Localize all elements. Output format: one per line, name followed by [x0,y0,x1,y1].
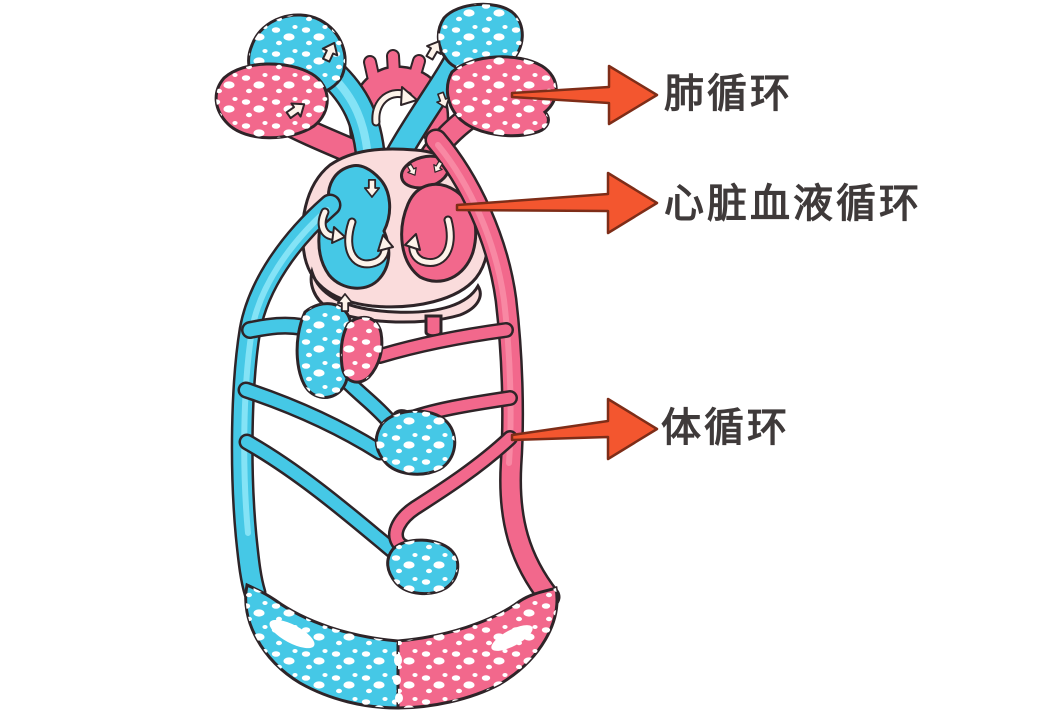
lung-capillaries-left [214,13,347,140]
organ-capillaries-2 [374,409,457,476]
callout-arrow-heart [455,171,659,235]
lower-body-capillaries [244,582,559,710]
label-heart-blood-circulation: 心脏血液循环 [664,182,922,226]
callout-arrow-systemic [510,397,659,461]
flow-arrows [283,36,455,313]
lung-capillaries-right [436,2,558,138]
callout-arrows [455,64,659,461]
label-pulmonary-circulation: 肺循环 [664,72,793,116]
organ-capillaries-3 [386,538,460,596]
organ-capillaries-1 [295,302,384,399]
callout-arrow-pulmonary [510,64,659,126]
vena-cava [230,193,401,605]
label-systemic-circulation: 体循环 [661,406,790,450]
